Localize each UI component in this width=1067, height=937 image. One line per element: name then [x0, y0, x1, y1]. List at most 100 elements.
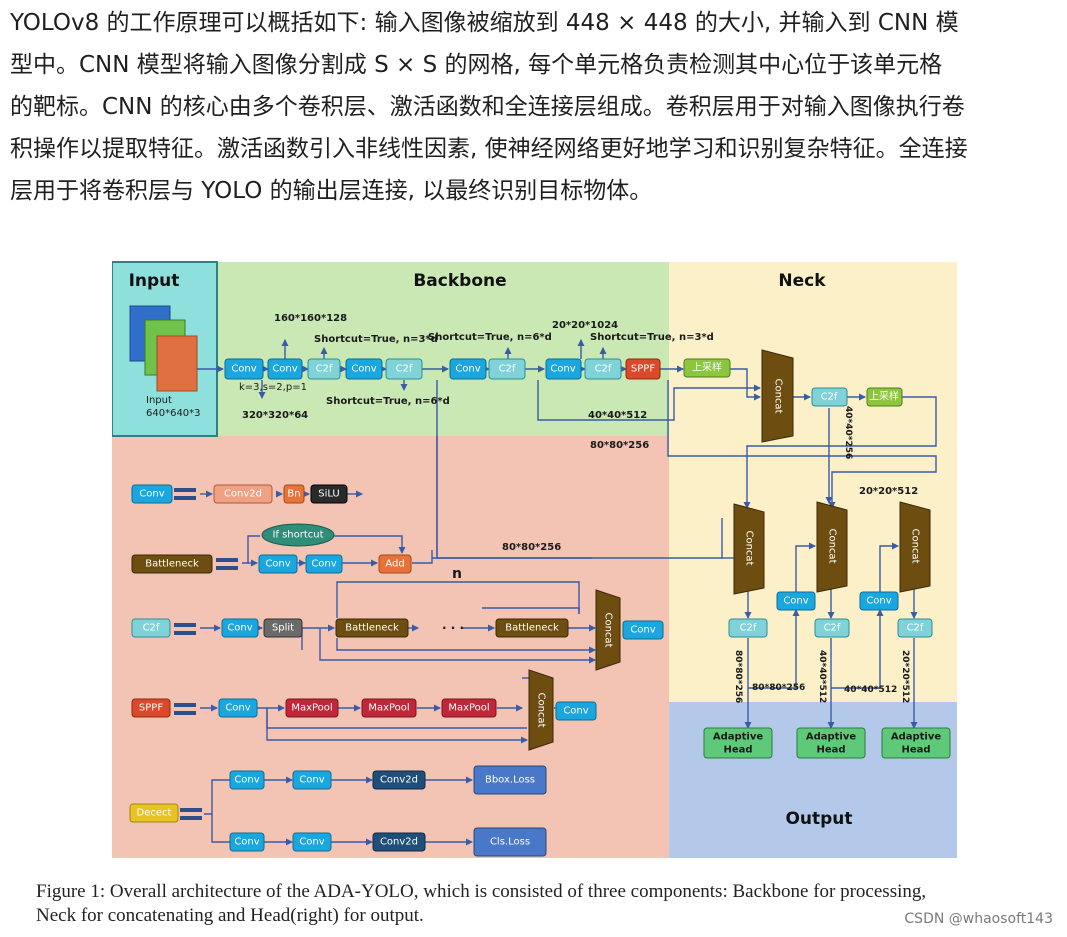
legend-bbox-loss: Bbox.Loss: [473, 765, 547, 795]
architecture-diagram: Input Backbone Neck Output Input 640*640…: [112, 261, 957, 858]
neck-c2f-2: C2f: [728, 618, 768, 638]
dim-v40-512: 40*40*512: [817, 650, 827, 703]
intro-line: YOLOv8 的工作原理可以概括如下: 输入图像被缩放到 448 × 448 的…: [10, 10, 959, 36]
dim-v40-256: 40*40*256: [843, 406, 853, 459]
neck-title: Neck: [778, 271, 826, 291]
annot-sc1: Shortcut=True, n=3*d: [314, 334, 438, 345]
dim-v80-256: 80*80*256: [733, 650, 743, 703]
svg-text:Conv: Conv: [299, 837, 324, 848]
dim-80-256-mid: 80*80*256: [502, 542, 561, 553]
backbone-title: Backbone: [413, 271, 506, 291]
svg-text:Conv: Conv: [299, 775, 324, 786]
dim-h80-256: 80*80*256: [752, 683, 805, 693]
dim-40-512: 40*40*512: [588, 410, 647, 421]
legend-maxpool-3: MaxPool: [441, 698, 497, 718]
svg-text:MaxPool: MaxPool: [448, 703, 489, 714]
legend-dots: · · ·: [442, 621, 464, 635]
caption-line: Figure 1: Overall architecture of the AD…: [36, 881, 927, 902]
legend-decect-conv-3: Conv: [229, 832, 265, 852]
backbone-c2f-3: C2f: [488, 358, 526, 380]
legend-concat-c2f: Concat: [595, 589, 621, 671]
legend-c2f-conv: Conv: [221, 618, 259, 638]
legend-if-shortcut: If shortcut: [261, 523, 335, 547]
legend-conv2d-bbox: Conv2d: [372, 770, 426, 790]
legend-sppf-conv-out: Conv: [555, 701, 597, 721]
svg-text:Decect: Decect: [137, 808, 172, 819]
neck-upsample-2: 上采样: [866, 387, 903, 407]
svg-text:Conv: Conv: [563, 706, 588, 717]
annot-k: k=3,s=2,p=1: [239, 382, 307, 393]
svg-text:C2f: C2f: [499, 364, 516, 375]
legend-decect: Decect: [129, 803, 179, 823]
legend-split: Split: [263, 618, 303, 638]
legend-conv-b: Conv: [305, 554, 343, 574]
legend-sppf: SPPF: [131, 698, 171, 718]
svg-text:Concat: Concat: [603, 613, 614, 648]
legend-n: n: [452, 566, 462, 582]
dim-160: 160*160*128: [274, 313, 347, 324]
svg-text:Conv: Conv: [866, 596, 891, 607]
svg-text:Conv: Conv: [234, 837, 259, 848]
legend-cls-loss: Cls.Loss: [473, 827, 547, 857]
neck-c2f-3: C2f: [814, 618, 850, 638]
legend-silu: SiLU: [310, 484, 348, 504]
svg-text:Conv: Conv: [234, 775, 259, 786]
svg-text:Bn: Bn: [287, 489, 300, 500]
caption-line: Neck for concatenating and Head(right) f…: [36, 905, 424, 926]
svg-text:Battleneck: Battleneck: [345, 623, 399, 634]
dim-320: 320*320*64: [242, 410, 308, 421]
svg-text:Battleneck: Battleneck: [505, 623, 559, 634]
svg-text:Adaptive: Adaptive: [891, 732, 942, 743]
svg-text:If shortcut: If shortcut: [272, 530, 323, 541]
svg-text:Conv: Conv: [630, 625, 655, 636]
svg-text:SiLU: SiLU: [318, 489, 340, 500]
legend-battleneck-b: Battleneck: [495, 618, 569, 638]
backbone-conv-3: Conv: [345, 358, 383, 380]
legend-decect-conv-1: Conv: [229, 770, 265, 790]
svg-text:C2f: C2f: [396, 364, 413, 375]
backbone-c2f-4: C2f: [584, 358, 622, 380]
intro-paragraph: YOLOv8 的工作原理可以概括如下: 输入图像被缩放到 448 × 448 的…: [10, 2, 1060, 212]
intro-line: 的靶标。CNN 的核心由多个卷积层、激活函数和全连接层组成。卷积层用于对输入图像…: [10, 94, 965, 120]
legend-c2f: C2f: [131, 618, 171, 638]
svg-text:C2f: C2f: [740, 623, 757, 634]
svg-text:上采样: 上采样: [869, 390, 899, 403]
neck-concat-1: Concat: [761, 349, 794, 443]
legend-concat-sppf: Concat: [528, 669, 554, 751]
svg-text:Bbox.Loss: Bbox.Loss: [485, 775, 535, 786]
legend-equals: [174, 488, 238, 820]
input-image-icon: [129, 305, 198, 392]
legend-maxpool-2: MaxPool: [361, 698, 417, 718]
backbone-conv-5: Conv: [545, 358, 582, 380]
legend-decect-conv-4: Conv: [292, 832, 332, 852]
svg-text:Conv2d: Conv2d: [380, 837, 418, 848]
svg-text:Conv: Conv: [225, 703, 250, 714]
svg-text:C2f: C2f: [907, 623, 924, 634]
svg-text:C2f: C2f: [824, 623, 841, 634]
figure-caption: Figure 1: Overall architecture of the AD…: [36, 880, 1046, 928]
neck-concat-4: Concat: [899, 501, 931, 593]
dim-h40-512: 40*40*512: [844, 685, 897, 695]
svg-text:Adaptive: Adaptive: [806, 732, 857, 743]
watermark: CSDN @whaosoft143: [904, 911, 1053, 927]
svg-text:Conv: Conv: [231, 364, 256, 375]
legend-add: Add: [378, 554, 412, 574]
legend-conv2d: Conv2d: [213, 484, 273, 504]
intro-line: 型中。CNN 模型将输入图像分割成 S × S 的网格, 每个单元格负责检测其中…: [10, 52, 943, 78]
svg-text:Head: Head: [816, 745, 845, 756]
neck-c2f-4: C2f: [897, 618, 933, 638]
annot-sc2: Shortcut=True, n=6*d: [428, 332, 552, 343]
annot-sc4: Shortcut=True, n=3*d: [590, 332, 714, 343]
backbone-sppf: SPPF: [625, 358, 661, 380]
intro-line: 积操作以提取特征。激活函数引入非线性因素, 使神经网络更好地学习和识别复杂特征。…: [10, 136, 968, 162]
svg-text:Conv: Conv: [265, 559, 290, 570]
legend-sppf-conv: Conv: [218, 698, 258, 718]
svg-text:Concat: Concat: [744, 531, 755, 566]
svg-text:Split: Split: [272, 623, 294, 634]
legend-decect-conv-2: Conv: [292, 770, 332, 790]
legend-battleneck-a: Battleneck: [335, 618, 409, 638]
legend-conv: Conv: [131, 484, 173, 504]
